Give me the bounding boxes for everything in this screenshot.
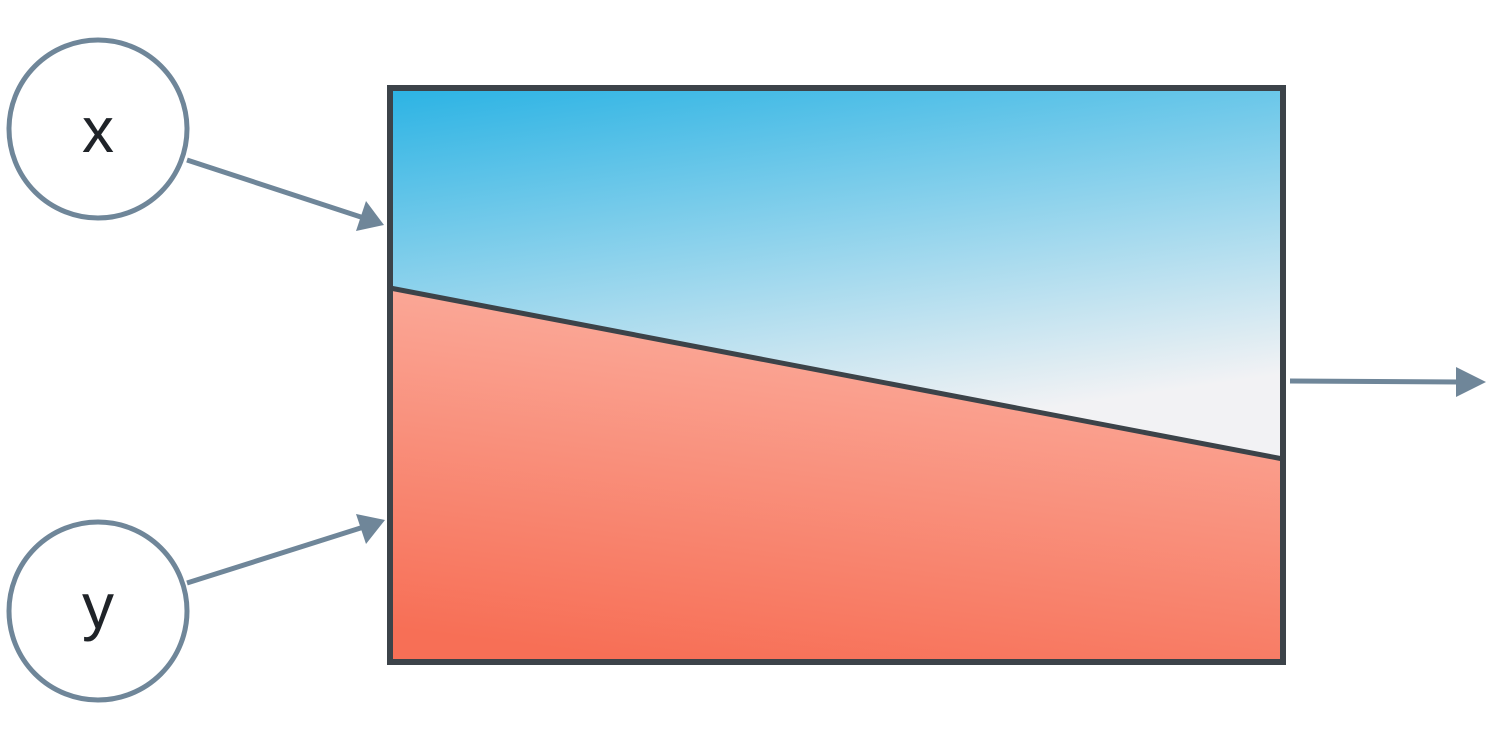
input-node-x: x <box>6 37 190 221</box>
arrowhead-output <box>1456 367 1486 397</box>
edge-box-to-output <box>1289 378 1461 385</box>
region-top <box>390 88 1283 459</box>
arrowhead-y <box>356 514 385 544</box>
input-node-x-label: x <box>82 94 114 166</box>
output-edge <box>1289 367 1486 397</box>
input-node-y: y <box>6 519 190 703</box>
edge-x-to-box <box>186 157 371 223</box>
decision-box-border <box>387 85 1286 665</box>
input-node-y-label: y <box>82 570 114 642</box>
decision-boundary-line <box>389 285 1284 462</box>
input-node-x-circle <box>6 37 190 221</box>
edge-y-to-box <box>186 522 371 586</box>
region-bottom <box>390 288 1283 662</box>
input-edges <box>186 157 385 586</box>
input-node-y-circle <box>6 519 190 703</box>
arrowhead-x <box>356 201 384 231</box>
decision-box <box>387 85 1286 665</box>
